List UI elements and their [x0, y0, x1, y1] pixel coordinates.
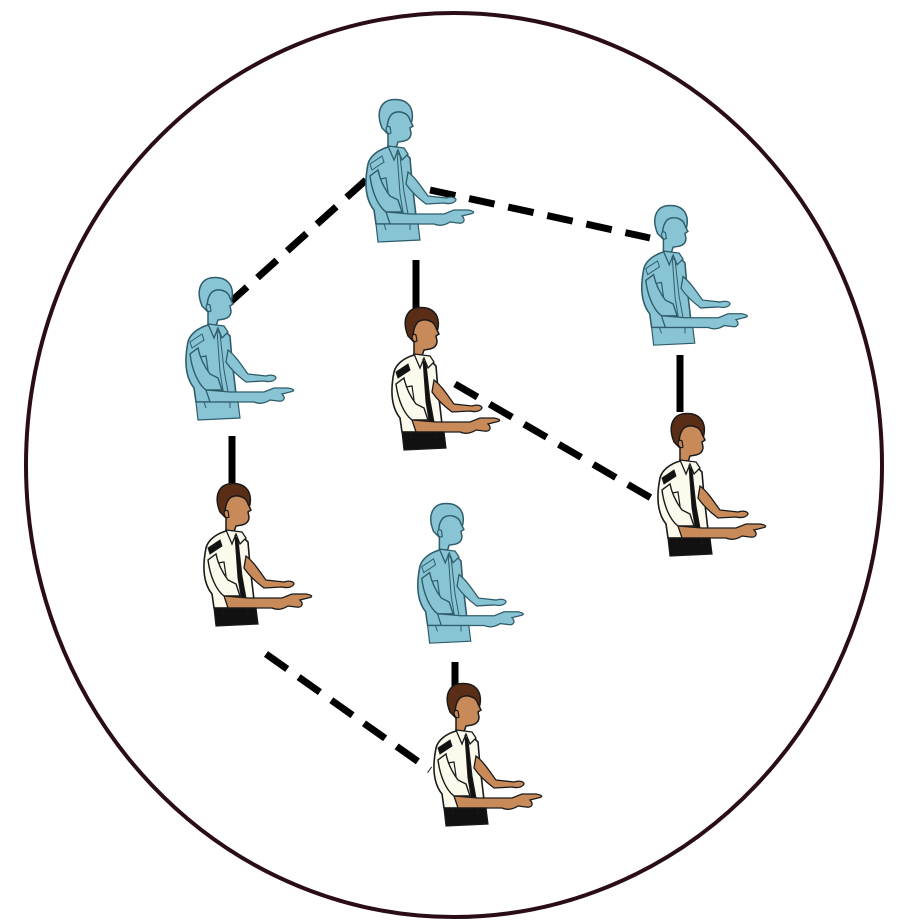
figure-layer [186, 100, 766, 827]
link-dashed-top-left [226, 180, 366, 306]
officer-icon [434, 684, 542, 827]
ghost-officer-icon [418, 504, 523, 644]
officer-icon [392, 308, 500, 451]
link-dashed-left-bottom [266, 654, 430, 770]
link-dashed-center-right [455, 384, 658, 502]
connector-layer [226, 180, 680, 770]
officer-icon [658, 414, 766, 557]
ghost-officer-icon [366, 100, 474, 243]
ghost-officer-icon [186, 278, 294, 421]
ghost-officer-icon [642, 206, 747, 346]
officer-icon [204, 484, 312, 627]
